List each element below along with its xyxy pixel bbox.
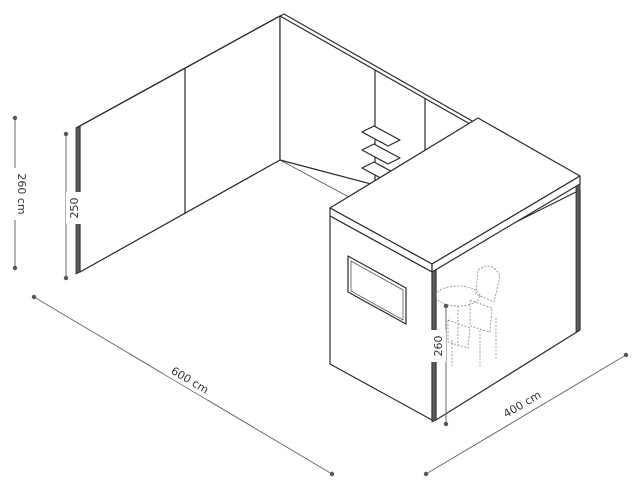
tv-screen [350,260,404,321]
storage-cabin [329,117,581,423]
cabin-back-edge [575,183,581,333]
left-wall [75,15,281,275]
dimension-lines [12,115,629,477]
chair [447,319,471,349]
label-back-wall-height: 260 cm [15,173,28,214]
chair [469,299,493,333]
label-booth-height: 260 [432,336,445,357]
dim-length [33,296,333,475]
tv-screen-frame [347,255,407,325]
dim-depth [425,354,627,475]
chair [475,265,501,303]
table-and-chairs [435,265,501,366]
label-front-wall-height: 250 [68,198,81,219]
